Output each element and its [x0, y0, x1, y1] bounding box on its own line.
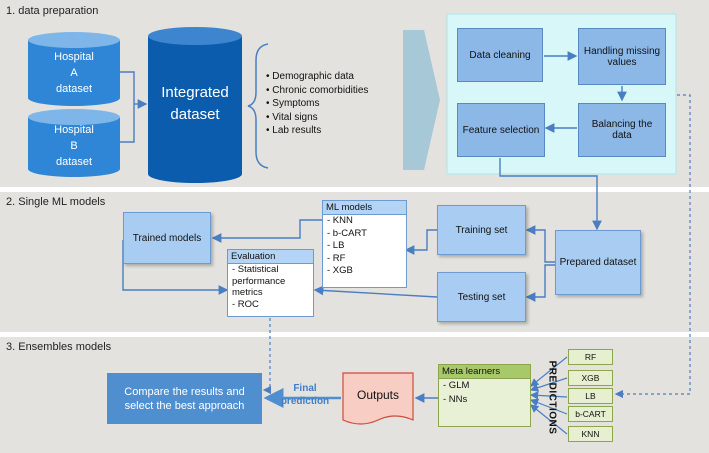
pred-model-label: RF — [584, 352, 597, 362]
compare-line-2: select the best approach — [124, 399, 245, 412]
hospital-b-line-1: Hospital — [54, 124, 94, 136]
ml-model-item: - KNN — [327, 215, 353, 226]
compare-box: Compare the results and select the best … — [107, 373, 262, 424]
outputs-label: Outputs — [356, 388, 400, 402]
hospital-b-label: Hospital B dataset — [28, 122, 120, 170]
integrated-line-2: dataset — [170, 106, 220, 123]
feature-selection-box: Feature selection — [457, 103, 545, 157]
ml-model-item: - RF — [327, 252, 346, 264]
ml-model-item: - b-CART — [327, 227, 367, 239]
handling-missing-box: Handling missing values — [578, 28, 666, 85]
data-cleaning-text: Data cleaning — [469, 49, 531, 61]
feature-item: • Demographic data — [266, 71, 354, 82]
data-cleaning-box: Data cleaning — [457, 28, 543, 82]
final-prediction-line-1: Final — [293, 383, 317, 394]
section-label-ensembles: 3. Ensembles models — [6, 341, 112, 353]
final-prediction-label: Final prediction — [270, 382, 340, 408]
trained-models-text: Trained models — [132, 232, 202, 244]
evaluation-item: metrics — [232, 287, 263, 298]
training-set-text: Training set — [455, 224, 508, 236]
pred-model-label: XGB — [581, 373, 600, 383]
training-set-box: Training set — [437, 205, 526, 255]
pred-model-xgb: XGB — [568, 370, 613, 386]
meta-learners-title: Meta learners — [439, 365, 530, 379]
feature-item: • Vital signs — [266, 111, 318, 123]
feature-list: • Demographic data • Chronic comorbiditi… — [266, 70, 368, 138]
pred-model-label: b-CART — [575, 409, 606, 419]
pred-model-label: LB — [585, 391, 596, 401]
pred-model-rf: RF — [568, 349, 613, 365]
hospital-b-line-3: dataset — [55, 156, 93, 168]
evaluation-item: - ROC — [232, 298, 259, 310]
hospital-a-cylinder — [28, 32, 120, 106]
meta-learner-item: - GLM — [443, 380, 470, 391]
prepared-dataset-text: Prepared dataset — [559, 257, 637, 268]
balancing-box: Balancing the data — [578, 103, 666, 157]
evaluation-item: performance — [232, 275, 286, 287]
feature-item: • Chronic comorbidities — [266, 84, 369, 96]
ml-model-item: - LB — [327, 240, 345, 251]
integrated-cylinder — [148, 27, 242, 183]
pred-model-knn: KNN — [568, 426, 613, 442]
integrated-line-1: Integrated — [161, 84, 229, 101]
feature-item: • Lab results — [266, 125, 322, 136]
ml-models-panel: ML models - KNN - b-CART - LB - RF - XGB — [322, 200, 407, 288]
ml-model-item: - XGB — [327, 265, 353, 276]
feature-selection-text: Feature selection — [462, 124, 540, 136]
evaluation-panel: Evaluation - Statistical performance met… — [227, 249, 314, 317]
testing-set-box: Testing set — [437, 272, 526, 322]
hospital-a-line-3: dataset — [55, 83, 93, 95]
pred-model-label: KNN — [581, 429, 600, 439]
section-label-single-ml: 2. Single ML models — [6, 196, 106, 208]
meta-learners-panel: Meta learners - GLM - NNs — [438, 364, 531, 427]
evaluation-title: Evaluation — [228, 250, 313, 264]
hospital-b-line-2: B — [70, 140, 78, 152]
handling-missing-line-1: Handling missing — [583, 45, 661, 57]
integrated-dataset-label: Integrated dataset — [148, 82, 242, 126]
predictions-label: PREDICTIONS — [546, 360, 558, 435]
pred-model-bcart: b-CART — [568, 406, 613, 422]
prepared-dataset-box: Prepared dataset — [555, 230, 641, 295]
hospital-b-cylinder — [28, 109, 120, 177]
evaluation-item: - Statistical — [232, 264, 279, 275]
trained-models-box: Trained models — [123, 212, 211, 264]
final-prediction-line-2: prediction — [280, 396, 330, 407]
hospital-a-line-2: A — [70, 67, 78, 79]
section-label-data-preparation: 1. data preparation — [6, 5, 99, 17]
hospital-a-label: Hospital A dataset — [28, 49, 120, 97]
balancing-line-2: data — [612, 130, 632, 141]
handling-missing-line-2: values — [607, 56, 637, 68]
testing-set-text: Testing set — [457, 291, 506, 303]
balancing-line-1: Balancing the — [591, 119, 653, 130]
compare-line-1: Compare the results and — [124, 385, 245, 398]
meta-learner-item: - NNs — [443, 394, 468, 405]
hospital-a-line-1: Hospital — [54, 51, 94, 63]
ml-models-title: ML models — [323, 201, 406, 215]
feature-item: • Symptoms — [266, 98, 320, 109]
pred-model-lb: LB — [568, 388, 613, 404]
